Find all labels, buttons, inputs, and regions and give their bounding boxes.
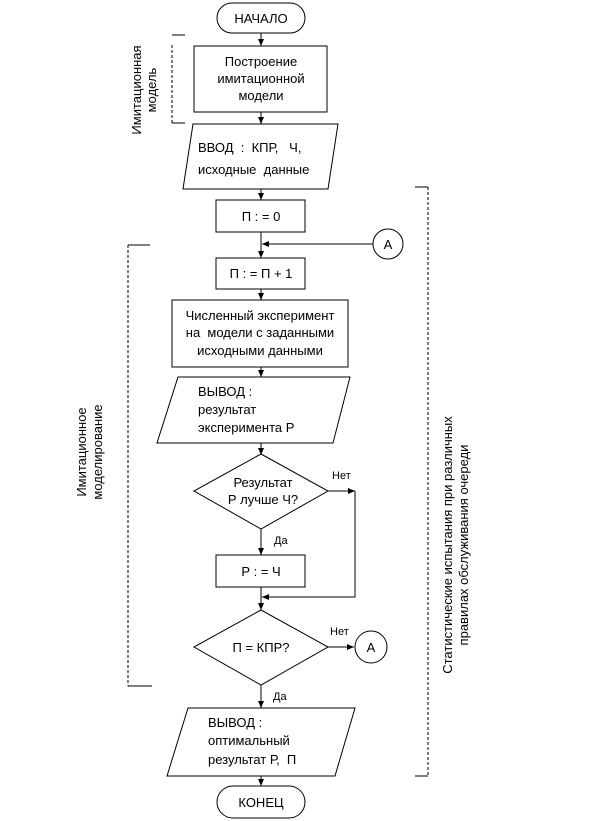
decision-count: П = КПР? Нет Да [192, 609, 349, 703]
build-model-line: имитационной [217, 71, 304, 86]
decision1-line: Р лучше Ч? [228, 492, 298, 507]
bracket-stat-label: Статистические испытания при различных [440, 416, 455, 674]
decision2-label: П = КПР? [233, 640, 290, 655]
build-model-line: Построение [225, 54, 297, 69]
bracket-model-label: Имитационная [129, 45, 144, 134]
increment-label: П : = П + 1 [230, 266, 293, 281]
bracket-simulation-label: моделирование [90, 404, 105, 499]
input-data: ВВОД : КПР, Ч, исходные данные [182, 123, 339, 190]
output-result-line: результат [198, 402, 256, 417]
decision-better: Результат Р лучше Ч? Нет Да [192, 453, 351, 547]
experiment-line: на модели с заданными [186, 325, 334, 340]
assign-label: Р : = Ч [241, 564, 280, 579]
input-line: ВВОД : КПР, Ч, [198, 140, 301, 155]
build-model-process: Построение имитационной модели [193, 45, 328, 113]
output-result-line: ВЫВОД : [198, 384, 252, 399]
no-label: Нет [330, 626, 349, 638]
connector-label: А [384, 237, 393, 252]
bracket-model-label: модель [144, 67, 159, 112]
init-process: П : = 0 [215, 199, 306, 233]
start-label: НАЧАЛО [234, 11, 287, 26]
connector-a-top: А [372, 228, 404, 260]
output-result: ВЫВОД : результат эксперимента Р [156, 376, 351, 444]
output-optimal-line: результат Р, П [208, 752, 296, 767]
output-optimal-line: оптимальный [208, 733, 290, 748]
no-label: Нет [332, 470, 351, 482]
decision1-line: Результат [233, 475, 292, 490]
connector-a-bottom: А [354, 630, 388, 664]
yes-label: Да [273, 691, 287, 703]
output-optimal: ВЫВОД : оптимальный результат Р, П [166, 707, 356, 777]
end-terminal: КОНЕЦ [216, 785, 306, 819]
start-terminal: НАЧАЛО [216, 2, 306, 34]
assign-process: Р : = Ч [215, 554, 306, 588]
end-label: КОНЕЦ [238, 795, 284, 810]
output-optimal-line: ВЫВОД : [208, 715, 262, 730]
experiment-process: Численный эксперимент на модели с заданн… [171, 299, 349, 368]
bracket-model: Имитационная модель [129, 34, 185, 135]
bracket-simulation-label: Имитационное [74, 407, 89, 496]
experiment-line: исходными данными [197, 343, 323, 358]
init-label: П : = 0 [242, 209, 281, 224]
connector-label: А [367, 640, 376, 655]
increment-process: П : = П + 1 [215, 257, 306, 290]
build-model-line: модели [238, 88, 283, 103]
input-line: исходные данные [198, 162, 309, 177]
yes-label: Да [274, 535, 288, 547]
bracket-stat-label: правилах обслуживания очереди [456, 445, 471, 646]
flow-lines [258, 33, 373, 786]
output-result-line: эксперимента Р [198, 420, 294, 435]
bracket-simulation: Имитационное моделирование [74, 244, 152, 687]
bracket-statistics: Статистические испытания при различных п… [415, 186, 471, 777]
experiment-line: Численный эксперимент [186, 308, 335, 323]
